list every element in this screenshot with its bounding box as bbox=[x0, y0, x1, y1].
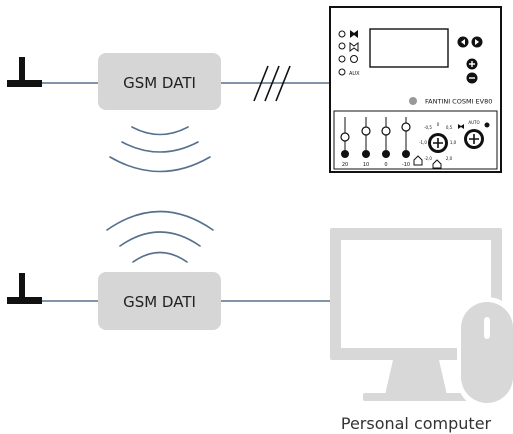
dial-tick: 2,0 bbox=[446, 156, 453, 161]
mode-icons bbox=[349, 30, 359, 63]
radio-waves-bottom bbox=[106, 210, 214, 263]
mode-dial: AUTO bbox=[458, 120, 490, 149]
computer-caption: Personal computer bbox=[341, 414, 492, 433]
slider-panel: 20 10 0 -10 0 -0,5 0,5 -1,0 1,0 -2, bbox=[333, 110, 498, 170]
brand-label: FANTINI COSMI EV80 bbox=[425, 98, 492, 106]
slider-value: 10 bbox=[363, 162, 369, 168]
personal-computer-icon bbox=[330, 228, 513, 409]
gsm-modem-top-label: GSM DATI bbox=[123, 74, 196, 92]
home-icon bbox=[413, 155, 423, 166]
right-arrow-icon bbox=[471, 36, 483, 48]
status-leds bbox=[338, 30, 346, 76]
gsm-modem-bottom-label: GSM DATI bbox=[123, 293, 196, 311]
moon-icon bbox=[458, 124, 464, 129]
dial-tick: 0 bbox=[437, 122, 440, 127]
dial-tick: -2,0 bbox=[424, 156, 432, 161]
lcd-display bbox=[369, 28, 449, 68]
left-arrow-icon bbox=[457, 36, 469, 48]
dial-tick: -0,5 bbox=[424, 125, 432, 130]
slider-value: 20 bbox=[342, 162, 348, 168]
sun-icon bbox=[484, 122, 490, 128]
phone-socket-top-icon bbox=[7, 57, 42, 87]
minus-button-icon bbox=[466, 72, 478, 84]
phone-socket-bottom-icon bbox=[7, 273, 42, 304]
slider-value: 0 bbox=[384, 162, 387, 168]
serial-cable-hash-icon bbox=[253, 65, 291, 102]
dial-tick: 1,0 bbox=[450, 140, 457, 145]
dial-tick: -1,0 bbox=[419, 140, 427, 145]
temperature-dial: 0 -0,5 0,5 -1,0 1,0 -2,0 2,0 bbox=[419, 122, 457, 169]
brand-led bbox=[409, 97, 417, 105]
mouse-icon bbox=[457, 297, 513, 409]
slider-value: -10 bbox=[402, 162, 410, 168]
plus-button-icon bbox=[466, 58, 478, 70]
dial-tick: 0,5 bbox=[446, 125, 453, 130]
gsm-modem-top: GSM DATI bbox=[98, 53, 221, 110]
home-small-icon bbox=[432, 159, 442, 169]
aux-label: AUX bbox=[349, 71, 360, 77]
gsm-modem-bottom: GSM DATI bbox=[98, 272, 221, 330]
radio-waves-top bbox=[109, 126, 211, 173]
ev80-controller: AUX FANTINI COSMI EV80 bbox=[329, 6, 502, 173]
auto-label: AUTO bbox=[468, 120, 479, 125]
